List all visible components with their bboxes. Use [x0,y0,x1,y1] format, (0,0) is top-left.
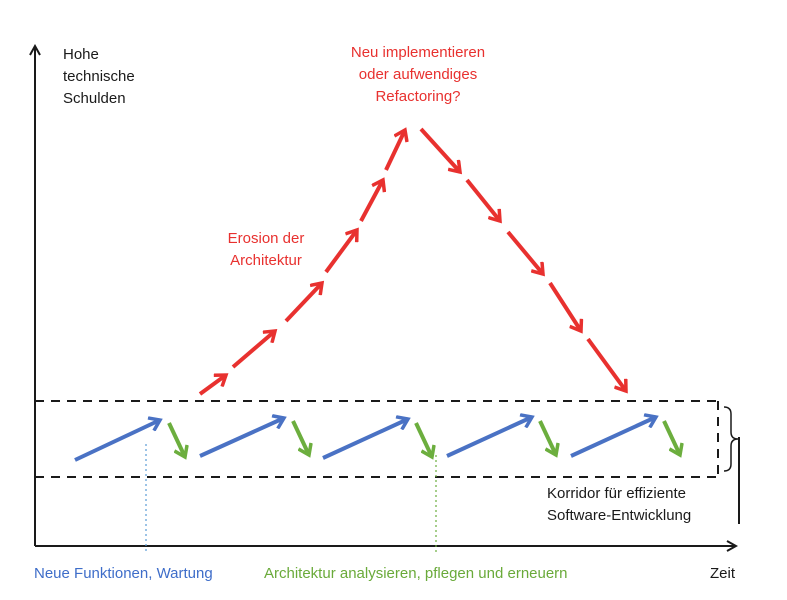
red-arrow [198,375,226,396]
question-label-line: Refactoring? [375,88,461,105]
corridor-label-line: Software-Entwicklung [547,507,692,524]
corridor-label: Korridor für effiziente Software-Entwick… [547,483,691,527]
red-arrow [465,178,500,221]
y-axis-label-line: Hohe [63,46,99,63]
y-axis-label-line: Schulden [63,90,126,107]
red-arrow [506,230,543,274]
question-label-line: Neu implementieren [350,44,486,61]
red-arrow [384,130,405,171]
blue-arrows [74,417,656,462]
blue-arrow [74,420,160,462]
y-axis-label: Hohe technische Schulden [63,44,135,110]
x-axis-label: Zeit [710,565,736,582]
green-arrows [167,420,680,457]
erosion-label-line: Architektur [230,252,302,269]
red-arrow [284,283,322,323]
blue-arrow [570,417,656,458]
blue-arrow [322,419,408,460]
y-axis-label-line: technische [63,68,135,85]
legend-green-label: Architektur analysieren, pflegen und ern… [264,565,568,582]
green-arrow [414,422,432,457]
red-arrow [231,331,275,369]
green-arrow [167,422,185,457]
red-arrow [324,230,357,274]
erosion-label-line: Erosion der [227,230,305,247]
red-arrow [359,180,383,222]
legend-blue-label: Neue Funktionen, Wartung [34,565,213,582]
red-arrow [548,281,581,331]
green-arrow [538,420,556,455]
green-arrow [291,420,309,455]
corridor-brace [723,406,739,472]
erosion-label: Erosion der Architektur [212,228,320,272]
red-arrow [419,127,460,172]
green-arrow [662,420,680,455]
blue-arrow [199,418,284,458]
red-erosion-arrows [198,130,405,396]
red-arrow [586,337,626,391]
refactoring-question-label: Neu implementieren oder aufwendiges Refa… [318,42,518,108]
blue-arrow [446,417,532,458]
efficiency-corridor [35,400,719,478]
question-label-line: oder aufwendiges [358,66,478,83]
corridor-label-line: Korridor für effiziente [547,485,686,502]
red-rework-arrows [419,127,626,391]
